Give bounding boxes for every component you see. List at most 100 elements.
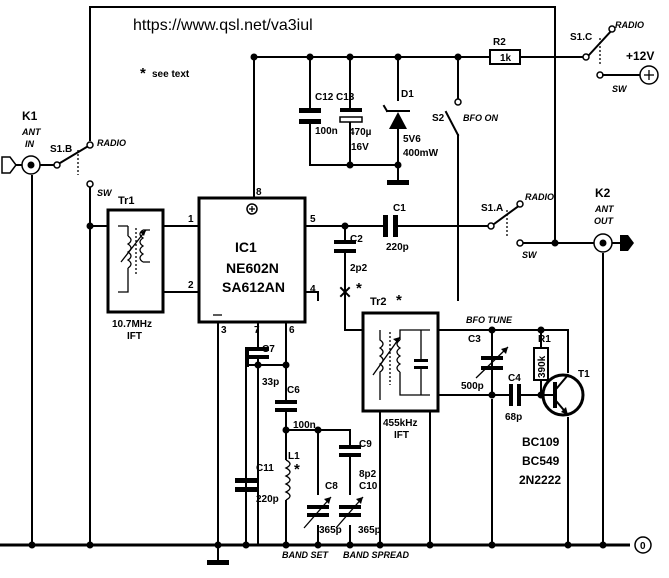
c9-ref: C9: [359, 439, 372, 450]
s1b-ref: S1.B: [50, 144, 72, 155]
capacitor-c11: C11 220p: [235, 463, 279, 505]
c2-ref: C2: [350, 234, 363, 245]
s1b-sw-label: SW: [97, 188, 113, 198]
c13-ref: C13: [336, 92, 355, 103]
ic1-pin-4: 4: [310, 284, 316, 295]
capacitor-c12: C12 100n: [299, 92, 338, 137]
r2-value: 1k: [500, 53, 512, 64]
transformer-tr1: Tr1 10.7MHz IFT: [106, 195, 165, 342]
c9-value: 8p2: [359, 469, 377, 480]
junction-dots: [28, 53, 607, 549]
s1c-ref: S1.C: [570, 32, 592, 43]
ic1-type-2: SA612AN: [222, 279, 285, 295]
c2-asterisk: *: [356, 280, 362, 297]
k1-antenna-in: K1 ANT IN: [1, 109, 42, 175]
capacitor-c3: C3 500p BFO TUNE: [461, 315, 513, 392]
note-see-text: see text: [152, 69, 190, 80]
ic1-type-1: NE602N: [226, 260, 279, 276]
c13-line2: 16V: [351, 142, 369, 153]
switch-s1a: S1.A RADIO SW: [481, 192, 554, 260]
c7-ref: C7: [262, 344, 275, 355]
c8-ref: C8: [325, 481, 338, 492]
c2-value: 2p2: [350, 263, 368, 274]
capacitor-c7: C7 33p: [245, 344, 279, 388]
c10-ref: C10: [359, 481, 378, 492]
c4-value: 68p: [505, 412, 522, 423]
ic1-pin-6: 6: [289, 325, 295, 336]
resistor-r1: R1 390k: [533, 334, 551, 381]
switch-s2: S2 BFO ON: [432, 98, 498, 137]
tr1-type: IFT: [127, 331, 142, 342]
t1-type-2: BC549: [522, 454, 560, 468]
zener-d1: D1 5V6 400mW: [382, 89, 439, 185]
c12-value: 100n: [315, 126, 338, 137]
c11-value: 220p: [256, 494, 279, 505]
t1-type-3: 2N2222: [519, 473, 561, 487]
l1-ref: L1: [288, 451, 300, 462]
ground-node: 0: [634, 536, 652, 554]
capacitor-c8: C8 365p BAND SET: [282, 481, 342, 560]
capacitor-c6: C6 100n: [275, 385, 316, 431]
ic1-pin-5: 5: [310, 214, 316, 225]
k2-antenna-out: K2 ANT OUT: [593, 186, 634, 253]
s1a-sw-label: SW: [522, 250, 538, 260]
k1-ref: K1: [22, 109, 38, 123]
d1-power: 400mW: [403, 148, 439, 159]
c6-ref: C6: [287, 385, 300, 396]
c8-value: 365p: [319, 525, 342, 536]
tr1-ref: Tr1: [118, 195, 135, 207]
tr2-asterisk: *: [396, 292, 402, 309]
transistor-t1: T1 BC109 BC549 2N2222: [519, 369, 590, 487]
band-set-label: BAND SET: [282, 550, 330, 560]
tr2-ref: Tr2: [370, 296, 387, 308]
switch-s1c: S1.C RADIO SW +12V: [570, 20, 659, 94]
d1-voltage: 5V6: [403, 134, 421, 145]
c6-value: 100n: [293, 420, 316, 431]
t1-ref: T1: [578, 369, 590, 380]
c10-value: 365p: [358, 525, 381, 536]
ic1-pin-7: 7: [254, 325, 260, 336]
r1-ref: R1: [538, 334, 551, 345]
k1-label-line1: ANT: [21, 127, 42, 137]
s2-ref: S2: [432, 113, 445, 124]
d1-ref: D1: [401, 89, 414, 100]
k2-label-line1: ANT: [594, 204, 615, 214]
t1-type-1: BC109: [522, 435, 560, 449]
resistor-r2: R2 1k: [489, 37, 521, 65]
ic1-ref: IC1: [235, 239, 257, 255]
ground-symbol: [207, 560, 229, 565]
capacitor-c4: C4 68p: [505, 373, 522, 423]
s1a-ref: S1.A: [481, 203, 503, 214]
tr2-freq: 455kHz: [383, 418, 417, 429]
k2-ref: K2: [595, 186, 611, 200]
s2-label: BFO ON: [463, 113, 498, 123]
r2-ref: R2: [493, 37, 506, 48]
l1-asterisk: *: [294, 461, 300, 478]
capacitor-c1: C1 220p: [383, 203, 409, 253]
ic1-mixer: IC1 NE602N SA612AN 1 2 3 4 5 6 7 8: [188, 187, 316, 336]
capacitor-c9: C9 8p2: [339, 439, 377, 480]
c1-value: 220p: [386, 242, 409, 253]
k1-label-line2: IN: [25, 139, 35, 149]
c3-value: 500p: [461, 381, 484, 392]
ic1-pin-1: 1: [188, 214, 194, 225]
capacitor-c2: C2 2p2 *: [334, 234, 368, 298]
c7-value: 33p: [262, 377, 279, 388]
source-url: https://www.qsl.net/va3iul: [133, 17, 313, 34]
ic1-pin-3: 3: [221, 325, 227, 336]
capacitor-c10: C10 365p BAND SPREAD: [335, 481, 410, 560]
supply-voltage: +12V: [626, 49, 654, 63]
c3-ref: C3: [468, 334, 481, 345]
s1c-radio-label: RADIO: [615, 20, 644, 30]
c13-line1: 470µ: [349, 127, 372, 138]
transformer-tr2: Tr2 * 455kHz IFT: [361, 292, 440, 441]
switch-s1b: S1.B RADIO SW: [50, 138, 126, 198]
r1-value: 390k: [537, 355, 548, 378]
note-asterisk: *: [140, 65, 146, 82]
bfo-tune-label: BFO TUNE: [466, 315, 513, 325]
tr1-freq: 10.7MHz: [112, 319, 152, 330]
tr2-type: IFT: [394, 430, 409, 441]
ic1-pin-2: 2: [188, 280, 194, 291]
s1c-sw-label: SW: [612, 84, 628, 94]
